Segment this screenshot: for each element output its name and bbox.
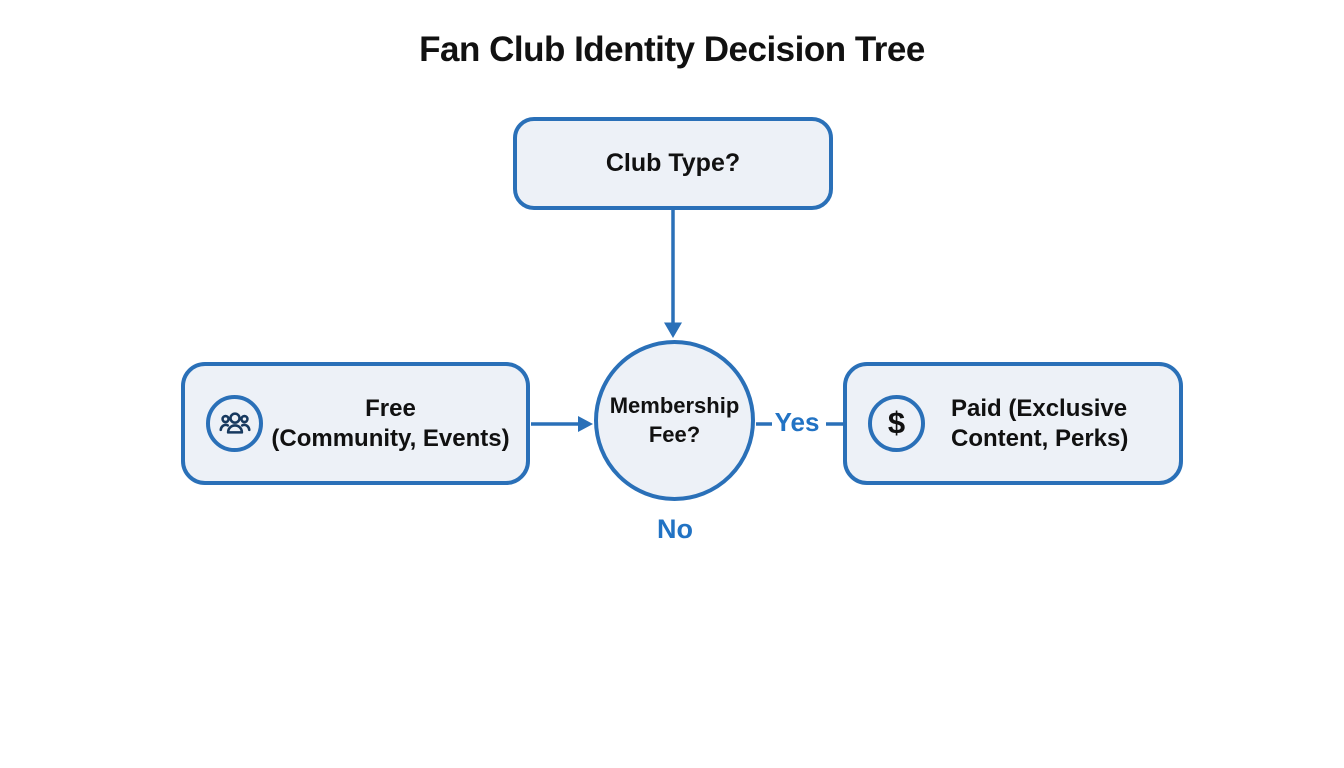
node-paid-line2: Content, Perks) (951, 424, 1129, 452)
node-free-title: Free (365, 394, 416, 422)
node-paid-label: Paid (Exclusive Content, Perks) (951, 394, 1128, 454)
node-membership-fee: Membership Fee? (594, 340, 755, 501)
edge-label-no: No (657, 514, 693, 544)
edge-root-to-decision (664, 210, 682, 338)
node-paid-line1: Paid (Exclusive (951, 394, 1128, 422)
node-paid: $ Paid (Exclusive Content, Perks) (843, 362, 1183, 485)
node-club-type-label: Club Type? (605, 149, 741, 177)
node-free: Free (Community, Events) (181, 362, 530, 485)
node-free-subtitle: (Community, Events) (271, 424, 510, 452)
dollar-glyph: $ (887, 405, 906, 440)
dollar-icon: $ (868, 395, 925, 452)
node-membership-fee-line2: Fee? (648, 421, 701, 447)
node-club-type: Club Type? (513, 117, 833, 210)
people-group-icon (206, 395, 263, 452)
edge-free-to-decision (531, 416, 593, 432)
node-membership-fee-line1: Membership (609, 392, 740, 418)
page-title: Fan Club Identity Decision Tree (419, 30, 925, 69)
node-free-label: Free (Community, Events) (263, 394, 526, 454)
edge-label-yes: Yes (774, 407, 820, 437)
